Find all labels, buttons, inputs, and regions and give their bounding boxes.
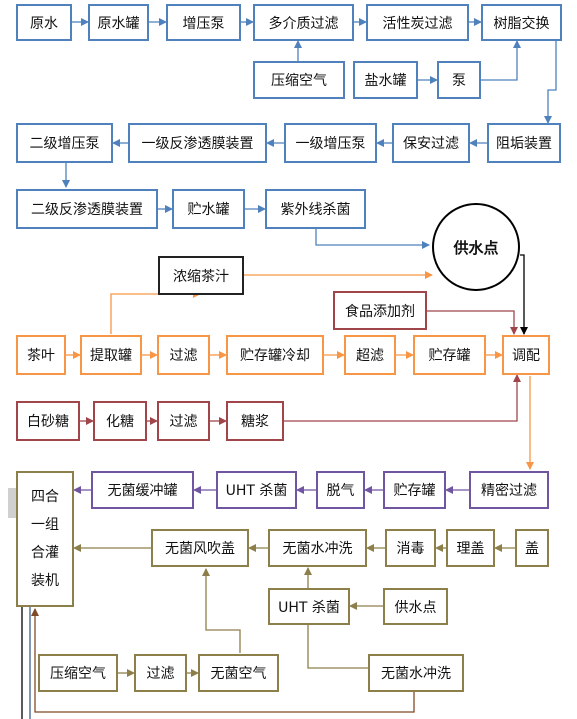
node-tuoqi: 脱气 (316, 471, 365, 509)
arrow-ziwaixian-gongshuidian (315, 228, 430, 249)
arrow-shipintianjiaji-tiaopei (427, 310, 518, 335)
node-nongsuochazhi: 浓缩茶汁 (158, 256, 244, 295)
node-huatang: 化糖 (93, 401, 147, 441)
node-uht1: UHT 杀菌 (216, 471, 297, 509)
node-huoxingtan: 活性炭过滤 (366, 4, 469, 41)
node-shuzhi: 树脂交换 (481, 4, 562, 41)
node-zhucunguan1: 贮存罐 (413, 335, 486, 375)
node-wujunkongqi: 无菌空气 (198, 654, 279, 692)
node-gai: 盖 (515, 529, 549, 567)
node-wujunshuichongxi2: 无菌水冲洗 (368, 654, 464, 692)
arrow-gongshuidian-tiaopei (520, 254, 528, 335)
node-erjifanshentou: 二级反渗透膜装置 (16, 189, 158, 229)
node-yuanshui: 原水 (16, 4, 72, 41)
node-guolv3: 过滤 (134, 654, 187, 692)
node-gongshuidian2: 供水点 (383, 588, 448, 625)
arrow-shuzhi-zugou (544, 41, 557, 124)
node-sihe: 四合 一组 合灌 装机 (16, 471, 74, 607)
node-uht2: UHT 杀菌 (268, 588, 350, 625)
line-uht2-wujunshuichongxi2 (307, 625, 368, 669)
arrow-tiquguan-nongsuochazhi (110, 290, 201, 334)
node-ligai: 理盖 (446, 529, 495, 567)
node-shipintianjiaji: 食品添加剂 (333, 291, 427, 330)
node-guolv1: 过滤 (157, 335, 210, 375)
arrow-wujunshuichongxi2-sihe (31, 608, 415, 713)
node-yasuokongqi1: 压缩空气 (253, 61, 345, 99)
node-baishatang: 白砂糖 (16, 401, 80, 441)
node-guolv2: 过滤 (157, 401, 210, 441)
sihe-line-1: 四合 (31, 489, 59, 505)
node-zugou: 阻垢装置 (487, 123, 561, 163)
node-xiaodu: 消毒 (385, 529, 436, 567)
arrow-wujunkongqi-wujunfengchuigai (202, 568, 241, 653)
sihe-line-2: 一组 (31, 517, 59, 533)
node-zhucunguanlengque: 贮存罐冷却 (226, 335, 324, 375)
sihe-line-4: 装机 (31, 573, 59, 589)
node-zengyabeng: 增压泵 (166, 4, 241, 41)
node-erjizengya: 二级增压泵 (16, 123, 113, 163)
node-gongshuidian: 供水点 (432, 203, 520, 291)
node-wujunhuanchong: 无菌缓冲罐 (91, 471, 194, 509)
node-tiaopei: 调配 (502, 335, 550, 375)
sihe-line-3: 合灌 (31, 545, 59, 561)
node-beng: 泵 (437, 61, 481, 99)
node-chaye: 茶叶 (16, 335, 66, 375)
node-tangjiang: 糖浆 (226, 401, 284, 441)
node-yijifanshentou: 一级反渗透膜装置 (128, 123, 267, 163)
node-zhucunguan2: 贮存罐 (383, 471, 446, 509)
node-duojiezhi: 多介质过滤 (253, 4, 354, 41)
node-yijizengya: 一级增压泵 (284, 123, 377, 163)
node-jingmiguolv: 精密过滤 (469, 471, 549, 509)
arrow-tangjiang-tiaopei (284, 374, 521, 422)
node-zhushuiguan: 贮水罐 (172, 189, 245, 229)
node-yanshuiguan: 盐水罐 (353, 61, 418, 99)
node-wujunfengchuigai: 无菌风吹盖 (151, 529, 249, 567)
node-yasuokongqi2: 压缩空气 (38, 654, 118, 692)
node-baoan: 保安过滤 (392, 123, 470, 163)
gray-marker (8, 488, 17, 518)
node-wujunshuichongxi1: 无菌水冲洗 (268, 529, 367, 567)
node-chaolv: 超滤 (344, 335, 396, 375)
node-yuanshuiguan: 原水罐 (88, 4, 149, 41)
arrow-beng-shuzhi (481, 40, 521, 81)
node-ziwaixian: 紫外线杀菌 (265, 189, 366, 229)
node-tiquguan: 提取罐 (80, 335, 142, 375)
